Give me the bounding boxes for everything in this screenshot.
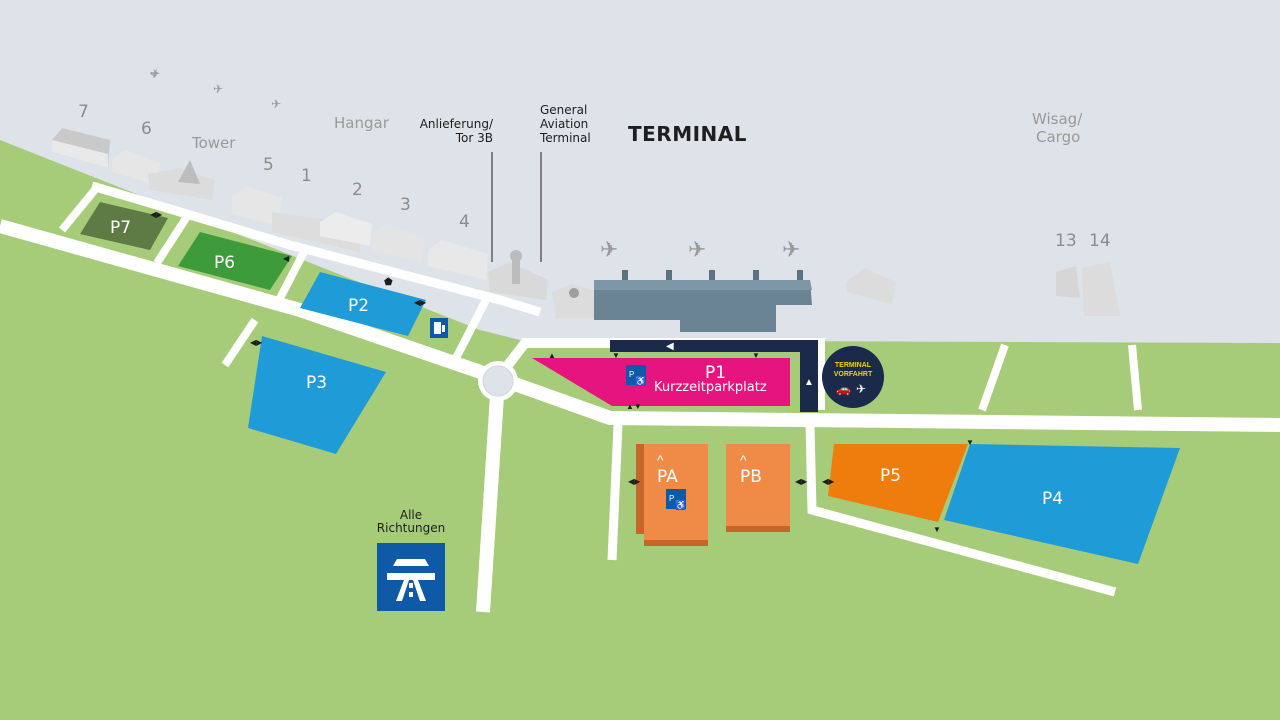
aircraft-icon: ✈ <box>688 238 706 263</box>
svg-text:▼: ▼ <box>612 351 620 360</box>
entry-markers: ◀▶ ◀ ◀▶ ◀▶ ▲ ▼ ▼ ▲▼ ◀▶ ◀▶ ◀▶ ▼ ▼ ⬟ <box>150 210 974 534</box>
general-aviation-label-line1: General <box>540 103 587 117</box>
general-aviation-label-line2: Aviation <box>540 117 588 131</box>
svg-text:▲▼: ▲▼ <box>626 402 642 411</box>
building-number-6: 6 <box>141 119 152 139</box>
svg-text:◀▶: ◀▶ <box>795 477 808 486</box>
building-number-4: 4 <box>459 212 470 232</box>
p2-label: P2 <box>348 296 369 316</box>
highway-sign <box>377 543 445 611</box>
wisag-label-line2: Cargo <box>1036 128 1080 146</box>
wisag-label-line1: Wisag/ <box>1032 110 1083 128</box>
p5-label: P5 <box>880 466 901 486</box>
svg-text:◀: ◀ <box>283 254 290 263</box>
building-number-3: 3 <box>400 195 411 215</box>
tower-label: Tower <box>191 134 236 152</box>
aircraft-icon <box>150 66 158 78</box>
p4-label: P4 <box>1042 489 1063 509</box>
building-number-2: 2 <box>352 180 363 200</box>
parking-lot-p4[interactable] <box>944 444 1180 564</box>
p1-sublabel: Kurzzeitparkplatz <box>654 380 767 395</box>
p7-label: P7 <box>110 218 131 238</box>
svg-text:P: P <box>669 494 674 503</box>
aircraft-icons: ✈ ✈ ✈ ✈ ✈ ✈ <box>150 66 800 263</box>
building-east-small <box>846 268 896 304</box>
roundabout-island <box>482 365 514 397</box>
hangar-buildings <box>52 128 594 318</box>
building-number-13: 13 <box>1055 231 1077 251</box>
aircraft-icon: ✈ <box>213 82 223 96</box>
highway-road <box>476 379 505 613</box>
aircraft-icon: ✈ <box>150 67 160 81</box>
east-connector-a <box>978 343 1009 412</box>
p1-label: P1 <box>705 363 726 383</box>
aircraft-icon: ✈ <box>600 238 618 263</box>
car-icon: 🚗 <box>836 382 851 396</box>
building-number-1: 1 <box>301 166 312 186</box>
disabled-parking-icon: P ♿ <box>626 365 646 386</box>
general-aviation-label-line3: Terminal <box>539 131 591 145</box>
parking-lot-p5[interactable] <box>828 444 968 522</box>
terminal-label: TERMINAL <box>628 122 747 146</box>
svg-text:▼: ▼ <box>752 351 760 360</box>
hangar-connector-c <box>274 248 309 304</box>
p3-label: P3 <box>306 373 327 393</box>
svg-text:▲: ▲ <box>548 351 556 360</box>
svg-text:TERMINAL: TERMINAL <box>835 362 872 369</box>
p6-label: P6 <box>214 253 235 273</box>
one-way-arrow-icon: ◀ <box>666 341 674 352</box>
building-number-7: 7 <box>78 102 89 122</box>
svg-text:◀▶: ◀▶ <box>250 338 263 347</box>
garage-road-east <box>805 424 1117 597</box>
building-13 <box>1056 266 1080 298</box>
building-14 <box>1082 262 1120 316</box>
svg-text:♿: ♿ <box>675 499 686 510</box>
hangar-connector-b <box>153 209 194 266</box>
parking-garage-pb[interactable] <box>726 444 790 532</box>
disabled-parking-icon: P ♿ <box>666 489 686 510</box>
svg-text:P: P <box>629 370 634 379</box>
pa-label: PA <box>657 467 678 487</box>
svg-text:VORFAHRT: VORFAHRT <box>834 371 873 378</box>
parking-lot-p7[interactable] <box>80 202 168 250</box>
one-way-arrow-icon: ▲ <box>804 377 814 388</box>
anlieferung-label-line2: Tor 3B <box>455 131 493 145</box>
terminal-dropoff-lane <box>610 340 818 412</box>
hangar-connector-d <box>451 298 490 362</box>
svg-text:▼: ▼ <box>933 525 941 534</box>
anlieferung-label-line1: Anlieferung/ <box>420 117 494 131</box>
pb-roof-icon: ^ <box>740 452 747 468</box>
garage-road-west <box>607 424 623 561</box>
hangar-label: Hangar <box>334 114 390 132</box>
hangar-connector-a <box>58 183 102 233</box>
highway-label-line1: Alle <box>400 508 422 522</box>
traveler-icon: ✈ <box>856 382 866 396</box>
svg-text:◀▶: ◀▶ <box>628 477 641 486</box>
parking-lot-p2[interactable] <box>300 272 426 336</box>
svg-text:♿: ♿ <box>635 375 646 386</box>
aircraft-icon: ✈ <box>271 97 281 111</box>
east-connector-b <box>1128 344 1142 411</box>
p3-connector <box>221 317 259 368</box>
pb-label: PB <box>740 467 762 487</box>
building-number-5: 5 <box>263 155 274 175</box>
parking-lot-p3[interactable] <box>248 336 386 454</box>
pa-roof-icon: ^ <box>657 452 664 468</box>
parking-lot-p6[interactable] <box>178 232 292 290</box>
svg-text:▼: ▼ <box>966 438 974 447</box>
hangar-access-road <box>90 181 542 317</box>
svg-text:⬟: ⬟ <box>384 277 393 288</box>
terminal-vorfahrt-badge: TERMINAL VORFAHRT 🚗 ✈ <box>822 346 884 408</box>
terminal-building <box>594 270 812 332</box>
ev-charging-icon <box>430 318 448 338</box>
highway-label-line2: Richtungen <box>377 521 445 535</box>
parking-lot-p1[interactable] <box>532 358 790 406</box>
building-number-14: 14 <box>1089 231 1111 251</box>
svg-text:◀▶: ◀▶ <box>414 298 427 307</box>
svg-text:◀▶: ◀▶ <box>150 210 163 219</box>
svg-text:◀▶: ◀▶ <box>822 477 835 486</box>
aircraft-icon: ✈ <box>782 238 800 263</box>
